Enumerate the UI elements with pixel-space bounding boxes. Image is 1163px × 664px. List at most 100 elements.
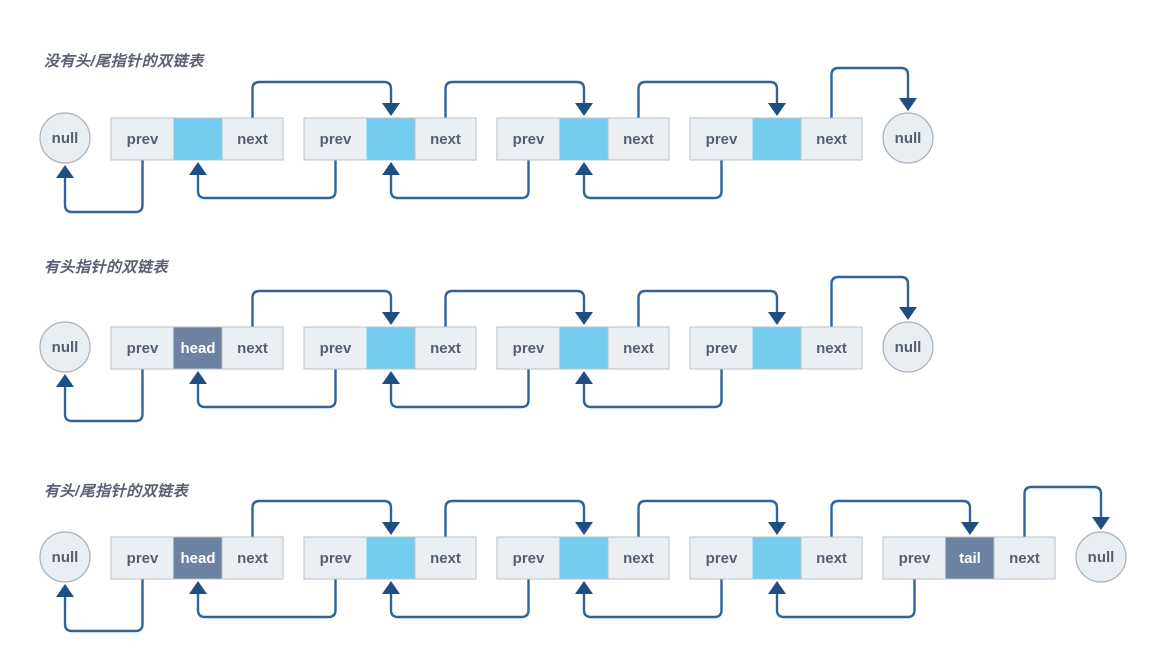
node-next-cell[interactable] <box>800 536 863 580</box>
prev-link-row-no-head-no-tail-1 <box>196 160 337 200</box>
prev-link-row-no-head-no-tail-2 <box>389 160 530 200</box>
null-label-right-row-with-head: null <box>895 339 922 356</box>
node-data-label-head: head <box>180 550 215 567</box>
next-arrowhead-row-no-head-no-tail-2 <box>768 103 786 116</box>
node-prev-label: prev <box>706 131 738 148</box>
node-data-cell[interactable] <box>752 117 802 161</box>
node-next-cell[interactable] <box>221 536 284 580</box>
node-prev-label: prev <box>899 550 931 567</box>
next-arrowhead-row-with-head-0 <box>382 312 400 325</box>
node-outer-border <box>882 536 1056 580</box>
next-arrowhead-row-no-head-no-tail-1 <box>575 103 593 116</box>
next-link-row-with-head-and-tail-0 <box>251 499 393 537</box>
list-node: prev next <box>303 326 477 370</box>
node-next-label: next <box>816 550 847 567</box>
node-prev-label: prev <box>127 340 159 357</box>
prev-arrowhead-row-with-head-0 <box>56 374 74 387</box>
null-circle-left-row-with-head <box>39 321 91 373</box>
row-title-row-with-head-and-tail: 有头/尾指针的双链表 <box>44 483 190 500</box>
prev-link-row-with-head-and-tail-2 <box>389 579 530 619</box>
prev-link-row-with-head-0 <box>63 369 144 423</box>
null-circle-right-row-with-head-and-tail <box>1075 531 1127 583</box>
node-data-cell[interactable] <box>752 536 802 580</box>
null-circle-left-row-no-head-no-tail <box>39 112 91 164</box>
node-data-cell[interactable] <box>366 117 416 161</box>
node-next-label: next <box>623 340 654 357</box>
node-next-label: next <box>816 131 847 148</box>
node-next-cell[interactable] <box>221 117 284 161</box>
next-arrowhead-row-no-head-no-tail-0 <box>382 103 400 116</box>
next-arrowhead-row-no-head-no-tail-3 <box>899 98 917 111</box>
node-data-cell-marker[interactable] <box>173 536 223 580</box>
node-next-cell[interactable] <box>607 117 670 161</box>
prev-link-row-with-head-2 <box>389 369 530 409</box>
prev-arrowhead-row-no-head-no-tail-3 <box>575 162 593 175</box>
prev-arrowhead-row-with-head-and-tail-4 <box>768 581 786 594</box>
node-next-cell[interactable] <box>221 326 284 370</box>
node-prev-label: prev <box>706 550 738 567</box>
prev-link-row-no-head-no-tail-3 <box>582 160 723 200</box>
node-prev-cell[interactable] <box>496 117 561 161</box>
links-layer <box>56 66 1110 633</box>
null-node-left-row-no-head-no-tail: null <box>39 112 91 164</box>
next-link-row-with-head-and-tail-4 <box>1023 485 1103 537</box>
node-data-cell[interactable] <box>366 536 416 580</box>
prev-arrowhead-row-with-head-3 <box>575 371 593 384</box>
null-label-left-row-no-head-no-tail: null <box>52 130 79 147</box>
node-outer-border <box>110 536 284 580</box>
node-outer-border <box>689 536 863 580</box>
prev-arrowhead-row-with-head-and-tail-2 <box>382 581 400 594</box>
row-title-row-with-head: 有头指针的双链表 <box>44 259 170 276</box>
next-arrowhead-row-with-head-and-tail-4 <box>1092 517 1110 530</box>
prev-arrowhead-row-with-head-and-tail-3 <box>575 581 593 594</box>
node-data-cell[interactable] <box>173 117 223 161</box>
prev-arrowhead-row-no-head-no-tail-1 <box>189 162 207 175</box>
node-next-label: next <box>430 550 461 567</box>
next-link-row-with-head-2 <box>637 289 779 327</box>
node-next-label: next <box>430 131 461 148</box>
node-data-cell[interactable] <box>752 326 802 370</box>
node-data-cell[interactable] <box>366 326 416 370</box>
node-prev-label: prev <box>320 340 352 357</box>
null-label-right-row-no-head-no-tail: null <box>895 130 922 147</box>
null-label-left-row-with-head: null <box>52 339 79 356</box>
node-next-label: next <box>430 340 461 357</box>
node-outer-border <box>303 326 477 370</box>
prev-link-row-with-head-and-tail-4 <box>775 579 916 619</box>
node-next-cell[interactable] <box>993 536 1056 580</box>
null-label-right-row-with-head-and-tail: null <box>1088 549 1115 566</box>
node-outer-border <box>303 117 477 161</box>
null-node-right-row-no-head-no-tail: null <box>882 112 934 164</box>
prev-arrowhead-row-with-head-and-tail-0 <box>56 584 74 597</box>
null-node-left-row-with-head-and-tail: null <box>39 531 91 583</box>
node-next-label: next <box>623 131 654 148</box>
node-prev-cell[interactable] <box>110 536 175 580</box>
node-next-label: next <box>623 550 654 567</box>
node-prev-cell[interactable] <box>689 536 754 580</box>
prev-link-row-no-head-no-tail-0 <box>63 160 144 214</box>
node-data-cell-marker[interactable] <box>173 326 223 370</box>
node-next-label: next <box>237 131 268 148</box>
null-node-right-row-with-head-and-tail: null <box>1075 531 1127 583</box>
node-next-cell[interactable] <box>607 536 670 580</box>
node-next-cell[interactable] <box>414 536 477 580</box>
next-link-row-with-head-and-tail-3 <box>830 499 972 537</box>
next-link-row-no-head-no-tail-3 <box>830 66 910 118</box>
next-link-row-with-head-and-tail-1 <box>444 499 586 537</box>
node-prev-label: prev <box>513 340 545 357</box>
node-data-cell[interactable] <box>559 326 609 370</box>
node-data-cell[interactable] <box>559 117 609 161</box>
next-link-row-no-head-no-tail-0 <box>251 80 393 118</box>
node-data-cell[interactable] <box>559 536 609 580</box>
node-next-label: next <box>237 340 268 357</box>
next-arrowhead-row-with-head-and-tail-2 <box>768 522 786 535</box>
node-outer-border <box>110 117 284 161</box>
null-circle-left-row-with-head-and-tail <box>39 531 91 583</box>
node-prev-label: prev <box>513 131 545 148</box>
